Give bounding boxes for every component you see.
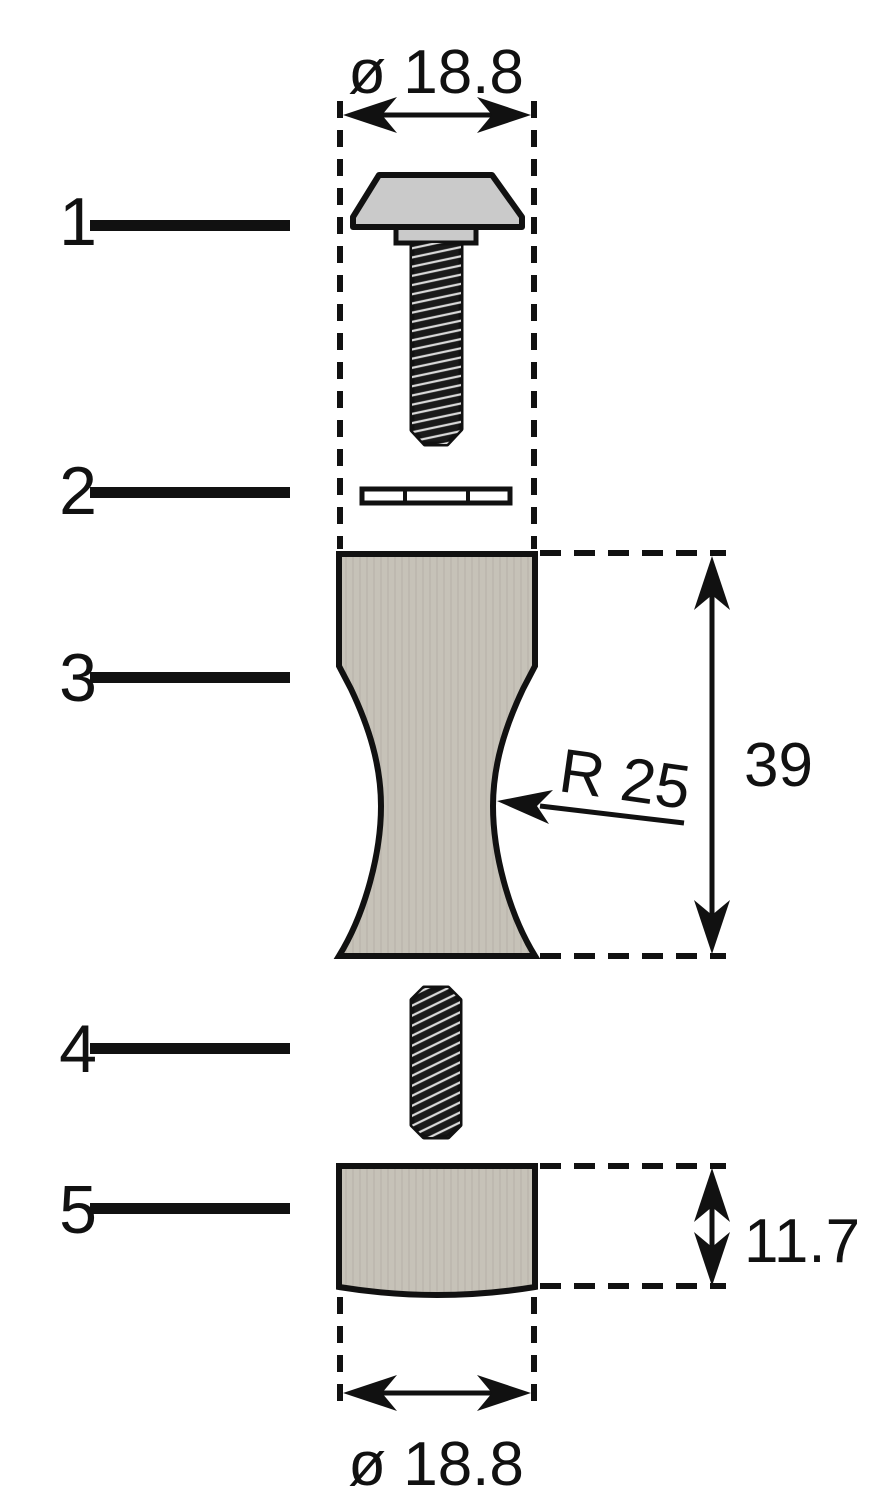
part-callouts: 1 2 3 4 5 (59, 184, 290, 1248)
leader-line-5 (90, 1203, 290, 1214)
radius-arrow-shaft (539, 803, 685, 826)
dim-base-height: 11.7 (540, 1163, 860, 1289)
arrowhead-down-icon (694, 900, 730, 954)
arrowhead-left-icon (343, 1375, 397, 1411)
screw-head (350, 172, 525, 230)
dim-body-height-text: 39 (744, 731, 813, 800)
dim-top-diameter: ø 18.8 (337, 38, 537, 549)
part-2-washer (359, 486, 513, 506)
base-cylinder-shape (336, 1163, 538, 1298)
dim-top-diameter-text: ø 18.8 (348, 38, 524, 107)
arrowhead-right-icon (477, 97, 531, 133)
arrowhead-left-icon (343, 97, 397, 133)
screw-thread-hatch (412, 243, 461, 444)
dim-waist-radius: R 25 (497, 736, 695, 826)
washer-body (359, 486, 513, 506)
stud-thread-hatch (412, 988, 460, 1137)
arrowhead-up-icon (694, 556, 730, 610)
arrowhead-down-icon (694, 1232, 730, 1286)
arrowhead-right-icon (477, 1375, 531, 1411)
leader-line-4 (90, 1043, 290, 1054)
leader-line-2 (90, 487, 290, 498)
leader-line-3 (90, 672, 290, 683)
part-5-base-cylinder (336, 1163, 538, 1298)
arrowhead-radius-icon (497, 790, 553, 824)
knob-body-shape (333, 551, 541, 959)
dim-bottom-diameter-text: ø 18.8 (348, 1430, 524, 1499)
part-1-screw (350, 172, 525, 447)
dim-base-height-text: 11.7 (744, 1207, 860, 1276)
dim-bottom-diameter: ø 18.8 (337, 1297, 537, 1499)
part-4-threaded-stud (409, 985, 463, 1140)
part-3-knob-body (333, 551, 541, 959)
leader-line-1 (90, 220, 290, 231)
dim-body-height: 39 (540, 550, 813, 959)
arrowhead-up-icon (694, 1168, 730, 1222)
